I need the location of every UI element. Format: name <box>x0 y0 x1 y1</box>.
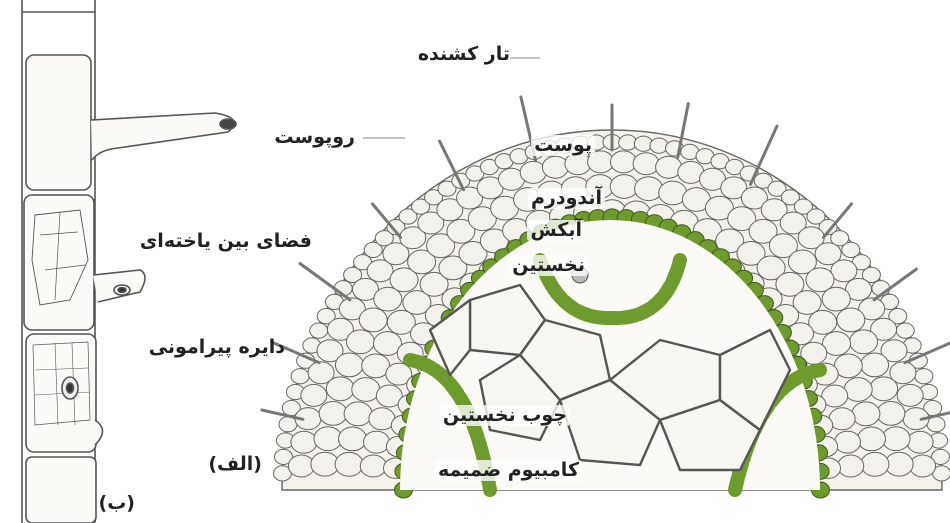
parenchyma-cell <box>364 431 390 453</box>
parenchyma-cell <box>288 455 314 477</box>
label-vascular-cambium: کامبیوم ضمیمه <box>435 460 582 481</box>
parenchyma-cell <box>896 323 914 338</box>
parenchyma-cell <box>822 287 850 311</box>
parenchyma-cell <box>910 455 936 477</box>
label-primary-xylem: چوب نخستین <box>440 405 570 426</box>
label-part-a: (الف) <box>208 455 262 474</box>
leader-lines <box>363 58 540 138</box>
label-primary-phloem-1: آبکش <box>527 220 585 241</box>
parenchyma-cell <box>838 455 864 477</box>
parenchyma-cell <box>335 353 363 377</box>
parenchyma-cell <box>835 431 861 453</box>
parenchyma-cell <box>352 378 380 402</box>
parenchyma-cell <box>542 156 568 178</box>
parenchyma-cell <box>344 402 372 426</box>
parenchyma-cell <box>852 402 880 426</box>
parenchyma-cell <box>634 136 652 151</box>
parenchyma-cell <box>291 431 317 453</box>
parenchyma-cell <box>635 177 663 201</box>
parenchyma-cell <box>907 431 933 453</box>
label-cortex: پوست <box>531 135 595 156</box>
parenchyma-cell <box>650 138 668 153</box>
label-epidermis: روپوست <box>274 128 355 147</box>
parenchyma-cell <box>861 452 889 476</box>
parenchyma-cell <box>339 427 367 451</box>
parenchyma-cell <box>565 153 591 175</box>
label-primary-phloem-2: نخستین <box>509 255 588 276</box>
parenchyma-cell <box>326 377 354 401</box>
parenchyma-cell <box>310 323 328 338</box>
label-part-b: (ب) <box>99 494 135 513</box>
parenchyma-cell <box>359 308 387 332</box>
parenchyma-cell <box>915 369 933 384</box>
epidermis-longitudinal-view <box>22 0 236 523</box>
parenchyma-cell <box>861 353 889 377</box>
label-intercellular-space: فضای بین یاخته‌ای <box>140 232 312 251</box>
parenchyma-cell <box>335 452 363 476</box>
label-root-hair: تار کشنده <box>418 45 510 64</box>
parenchyma-cell <box>844 378 872 402</box>
parenchyma-cell <box>301 384 327 406</box>
parenchyma-cell <box>850 330 878 354</box>
parenchyma-cell <box>897 384 923 406</box>
root-cross-section <box>262 97 950 498</box>
parenchyma-cell <box>610 175 638 199</box>
parenchyma-cell <box>346 330 374 354</box>
label-pericycle: دایره پیرامونی <box>149 338 285 357</box>
parenchyma-cell <box>870 377 898 401</box>
parenchyma-cell <box>877 402 905 426</box>
parenchyma-cell <box>882 427 910 451</box>
parenchyma-cell <box>831 260 857 282</box>
label-endodermis: آندودرم <box>528 188 605 209</box>
parenchyma-cell <box>837 308 865 332</box>
parenchyma-cell <box>360 455 386 477</box>
parenchyma-cell <box>633 153 659 175</box>
parenchyma-cell <box>291 369 309 384</box>
parenchyma-cell <box>610 151 636 173</box>
parenchyma-cell <box>314 427 342 451</box>
parenchyma-cell <box>319 402 347 426</box>
parenchyma-cell <box>858 427 886 451</box>
